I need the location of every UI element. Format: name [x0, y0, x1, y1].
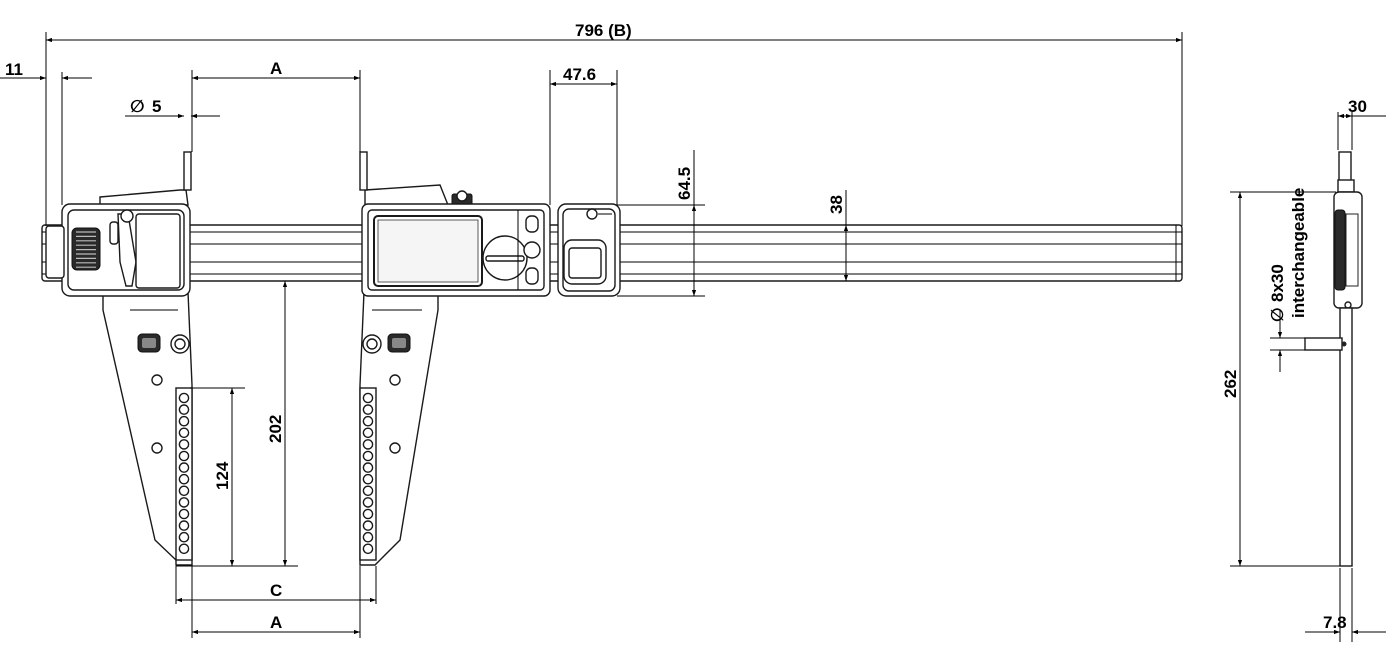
jaw-hole [178, 497, 190, 508]
sliding-stop [557, 203, 621, 297]
jaw-hole [362, 427, 374, 439]
jaw-hole [178, 543, 190, 555]
dim-jaw-depth: 202 [266, 415, 285, 443]
jaw-hole [362, 531, 374, 543]
jaw-hole [178, 508, 190, 520]
dim-side-width: 30 [1348, 97, 1367, 116]
jaw-hole [362, 404, 374, 415]
jaw-hole [362, 392, 374, 404]
jaw-hole [178, 392, 190, 404]
jaw-hole [362, 543, 374, 555]
dim-side-thickness: 7.8 [1323, 613, 1347, 632]
slider-display-unit [359, 151, 551, 297]
jaw-hole [178, 439, 190, 450]
dim-slider-height: 64.5 [675, 167, 694, 200]
jaw-hole [362, 439, 374, 450]
dim-left-offset: 11 [5, 60, 23, 79]
jaw-hole [178, 531, 190, 543]
dim-hole-row-depth: 124 [213, 461, 232, 490]
dim-jaw-spacing-c: C [270, 581, 282, 600]
jaw-hole [178, 427, 190, 439]
extension-lines [45, 32, 1353, 642]
dim-beam-height: 38 [827, 195, 846, 214]
dim-pin-diameter: ∅ 5 [130, 97, 161, 116]
dim-jaw-spacing-top: A [270, 59, 282, 78]
jaw-hole [178, 404, 190, 415]
dim-pin-diameter-value: 5 [152, 97, 161, 116]
fixed-jaw [102, 291, 193, 566]
jaw-hole [178, 415, 190, 427]
jaw-hole [362, 520, 374, 531]
fixed-head [45, 151, 192, 297]
jaw-hole [178, 485, 190, 497]
jaw-hole [362, 485, 374, 497]
jaw-hole [362, 473, 374, 485]
jaw-hole [362, 462, 374, 473]
caliper-front-view [41, 151, 1183, 566]
jaw-hole [362, 450, 374, 462]
tip-diameter-symbol: ∅ [1268, 307, 1287, 322]
jaw-hole [178, 473, 190, 485]
dim-total-length: 796 (B) [575, 21, 632, 40]
moving-jaw [359, 291, 439, 566]
dim-slider-width: 47.6 [563, 65, 596, 84]
dimension-lines [0, 37, 1386, 635]
dim-tip-note: interchangeable [1289, 188, 1308, 318]
dimension-labels: 796 (B) 11 A ∅ 5 47.6 64.5 38 202 124 C … [5, 21, 1367, 632]
caliper-side-view [1304, 151, 1363, 567]
jaw-hole [362, 415, 374, 427]
dim-jaw-spacing-bottom: A [270, 613, 282, 632]
dim-side-height: 262 [1221, 370, 1240, 398]
jaw-hole [178, 462, 190, 473]
jaw-hole [178, 450, 190, 462]
dim-tip-spec-value: 8x30 [1268, 264, 1287, 302]
jaw-hole [362, 508, 374, 520]
dim-tip-spec: ∅ 8x30 [1268, 264, 1287, 322]
jaw-hole [178, 520, 190, 531]
jaw-hole [362, 497, 374, 508]
diameter-symbol: ∅ [130, 97, 145, 116]
